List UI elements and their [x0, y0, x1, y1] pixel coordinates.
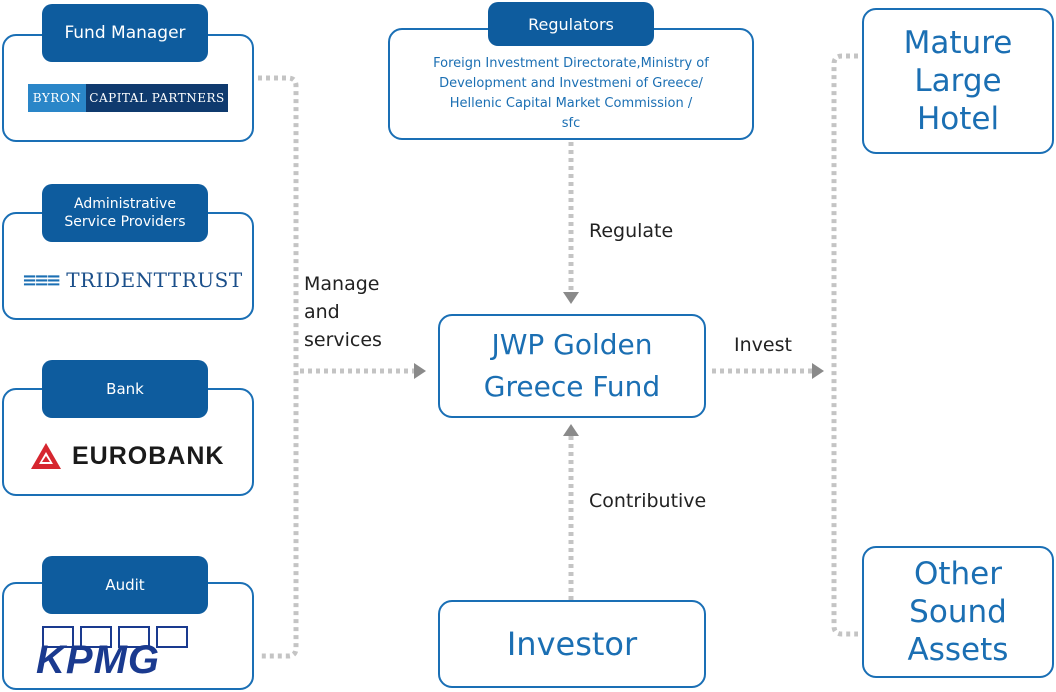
fund-manager-tab: Fund Manager [42, 4, 208, 62]
kpmg-boxes [42, 626, 188, 648]
byron-logo-right: CAPITAL PARTNERS [86, 84, 228, 112]
trident-logo: ≡≡≡ TRIDENTTRUST [22, 266, 242, 294]
asset-box-other [862, 546, 1054, 678]
admin-title: Administrative Service Providers [64, 196, 186, 230]
fund-box [438, 314, 706, 418]
byron-logo-left: BYRON [28, 84, 86, 112]
manage-arrow-head [414, 363, 426, 379]
manage-label: Manage and services [304, 273, 382, 351]
investor-name: Investor [506, 625, 638, 663]
asset-name-hotel: Mature Large Hotel [903, 25, 1013, 137]
kpmg-logo: KPMG [36, 626, 212, 682]
contribute-label: Contributive [589, 490, 707, 512]
regulate-arrow-head [563, 292, 579, 304]
manage-connector [258, 75, 299, 659]
fund-manager-title: Fund Manager [64, 23, 186, 43]
assets-connector [831, 53, 858, 637]
admin-tab: Administrative Service Providers [42, 184, 208, 242]
regulators-tab: Regulators [488, 2, 654, 46]
audit-title: Audit [105, 576, 145, 594]
asset-box-hotel [862, 8, 1054, 154]
investor-box [438, 600, 706, 688]
trident-mark-icon: ≡≡≡ [22, 269, 61, 291]
regulators-box [388, 28, 754, 140]
bank-title: Bank [106, 380, 144, 398]
byron-logo: BYRON CAPITAL PARTNERS [28, 84, 228, 112]
audit-tab: Audit [42, 556, 208, 614]
bank-tab: Bank [42, 360, 208, 418]
kpmg-logo-text: KPMG [36, 638, 160, 682]
fund-name: JWP Golden Greece Fund [483, 328, 661, 403]
regulators-title: Regulators [528, 14, 614, 34]
regulators-text: Foreign Investment Directorate,Ministry … [433, 56, 709, 131]
regulate-label: Regulate [589, 220, 674, 242]
eurobank-logo-text: EUROBANK [72, 441, 225, 470]
trident-logo-text: TRIDENTTRUST [66, 268, 243, 292]
asset-name-other: Other Sound Assets [907, 556, 1009, 668]
invest-arrow-head [812, 363, 824, 379]
invest-label: Invest [734, 334, 792, 356]
contribute-arrow-head [563, 424, 579, 436]
eurobank-mark-icon [31, 443, 61, 469]
eurobank-logo: EUROBANK [30, 440, 240, 472]
